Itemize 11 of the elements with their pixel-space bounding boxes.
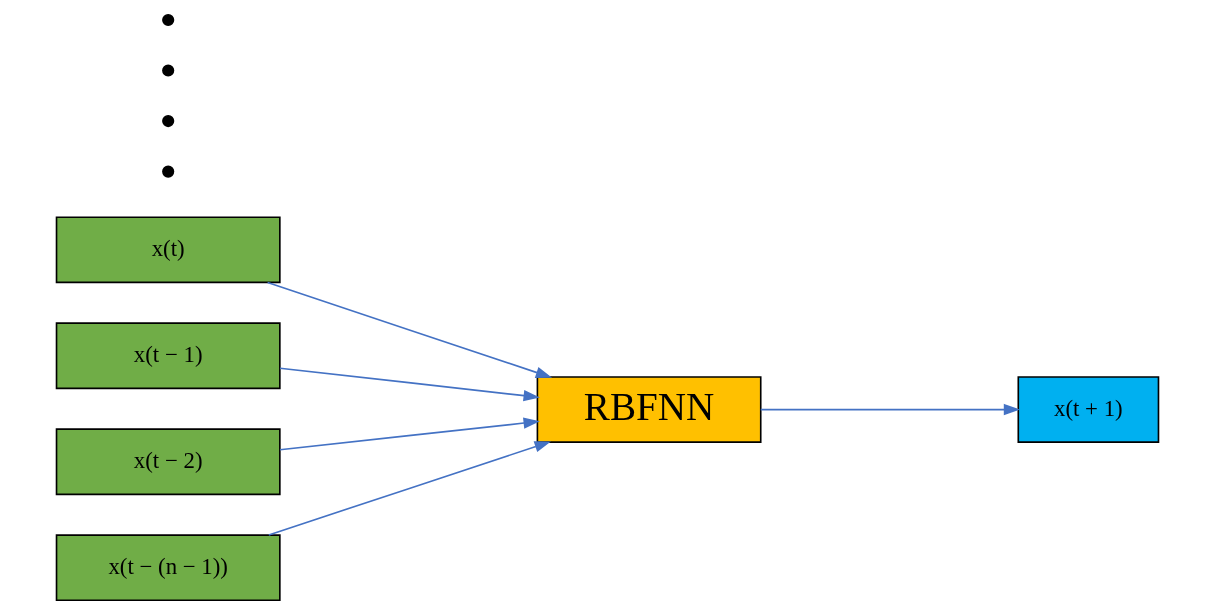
node-box: x(t − 2) [55,428,281,496]
arrow [279,367,540,402]
arrow [279,417,540,451]
node-box: RBFNN [536,376,762,443]
arrow [266,281,553,378]
arrow [759,403,1021,416]
node-box: x(t − (n − 1)) [55,534,281,602]
node-box: x(t − 1) [55,322,281,390]
node-box: x(t) [55,216,281,284]
arrow [267,441,551,536]
node-box: x(t + 1) [1017,376,1160,443]
